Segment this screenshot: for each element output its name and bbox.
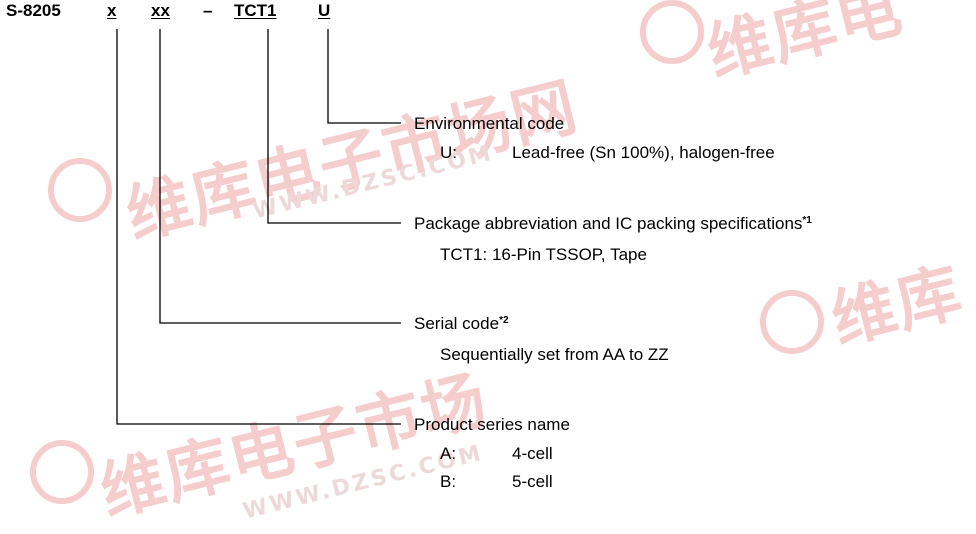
series-title: Product series name <box>414 415 570 434</box>
leader-serial <box>159 29 401 324</box>
part-dash: – <box>203 1 213 20</box>
series-value-b: 5-cell <box>512 472 553 491</box>
env-code: U <box>318 1 331 20</box>
series-key-b: B: <box>440 472 457 491</box>
leader-lines <box>116 29 401 425</box>
env-key-u: U: <box>440 143 457 162</box>
leader-series <box>116 29 401 425</box>
package-code: TCT1 <box>234 1 277 20</box>
serial-title: Serial code <box>414 314 500 333</box>
env-title: Environmental code <box>414 114 565 133</box>
watermark-logo-bottom <box>30 440 94 504</box>
series-value-a: 4-cell <box>512 444 553 463</box>
serial-title-wrap: Serial code*2 <box>414 313 509 334</box>
package-detail: TCT1: 16-Pin TSSOP, Tape <box>440 245 647 264</box>
env-value-u: Lead-free (Sn 100%), halogen-free <box>512 143 775 162</box>
serial-note: *2 <box>499 315 509 326</box>
series-key-a: A: <box>440 444 457 463</box>
watermark-logo-right <box>640 0 704 64</box>
package-title-wrap: Package abbreviation and IC packing spec… <box>414 213 812 234</box>
watermark-logo-right2 <box>760 290 824 354</box>
series-placeholder: x <box>107 1 117 20</box>
serial-detail: Sequentially set from AA to ZZ <box>440 345 669 364</box>
leader-env <box>327 29 401 124</box>
watermark-logo-left <box>48 158 112 222</box>
package-note: *1 <box>802 215 812 226</box>
package-title: Package abbreviation and IC packing spec… <box>414 214 803 233</box>
part-prefix: S-8205 <box>6 1 61 20</box>
serial-placeholder: xx <box>151 1 170 20</box>
leader-package <box>267 29 401 224</box>
